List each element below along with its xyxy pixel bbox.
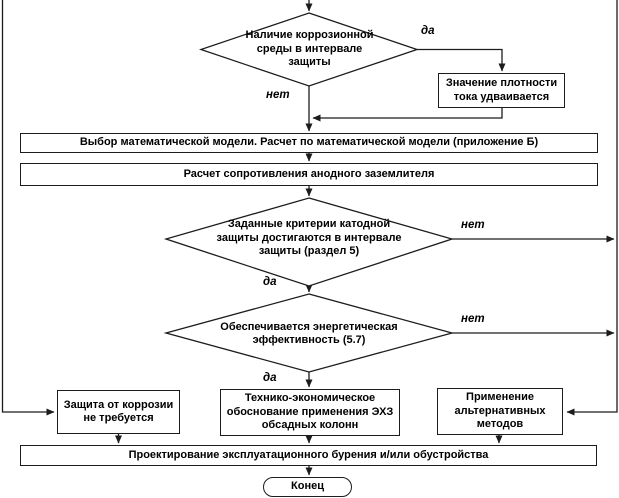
- decision-criteria: Заданные критерии катодной защиты достиг…: [216, 218, 402, 258]
- process-resistance: Расчет сопротивления анодного заземлител…: [20, 163, 598, 186]
- decision-corrosion-shape: [198, 12, 420, 87]
- label-corrosion-no: нет: [266, 89, 290, 101]
- process-double-current: Значение плотности тока удваивается: [438, 73, 565, 108]
- process-no-protection: Защита от коррозии не требуется: [57, 390, 180, 434]
- process-design: Проектирование эксплуатационного бурения…: [20, 445, 597, 466]
- terminator-end: Конец: [263, 477, 352, 497]
- edge-left-bypass: [1, 0, 55, 416]
- process-model: Выбор математической модели. Расчет по м…: [20, 133, 598, 153]
- edge-right-bypass: [566, 0, 618, 416]
- decision-efficiency-shape: [163, 293, 455, 373]
- decision-efficiency: Обеспечивается энергетическая эффективно…: [220, 320, 398, 346]
- edge-double-current-return: [312, 107, 503, 122]
- decision-corrosion: Наличие коррозионной среды в интервале з…: [245, 29, 374, 69]
- label-criteria-no: нет: [461, 219, 485, 231]
- label-efficiency-yes: да: [263, 372, 277, 384]
- process-alternative: Применение альтернативных методов: [437, 388, 563, 435]
- label-corrosion-yes: да: [421, 25, 435, 37]
- edge-corrosion-yes: [417, 48, 506, 72]
- process-feasibility: Технико-экономическое обоснование примен…: [220, 389, 400, 436]
- label-efficiency-no: нет: [461, 313, 485, 325]
- decision-criteria-shape: [163, 197, 455, 287]
- label-criteria-yes: да: [263, 276, 277, 288]
